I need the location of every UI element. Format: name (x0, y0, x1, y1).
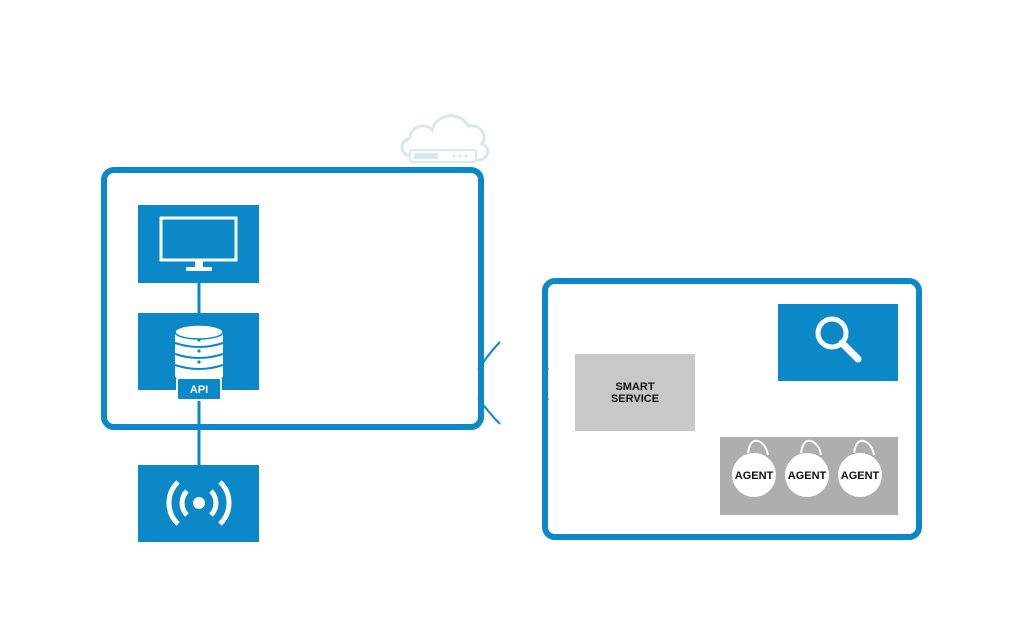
container-link (477, 341, 549, 425)
smart-service-box[interactable]: SMART SERVICE (575, 354, 695, 431)
agent-label: AGENT (735, 470, 774, 482)
smart-service-line2: SERVICE (611, 393, 659, 405)
agent-circle[interactable] (838, 453, 882, 497)
agent-connector (800, 439, 822, 456)
api-badge (176, 377, 222, 401)
monitor-icon (159, 216, 238, 271)
agent-label: AGENT (788, 470, 827, 482)
api-label: API (190, 384, 208, 396)
magnifier-icon (815, 316, 862, 363)
search-box[interactable] (778, 304, 898, 381)
agent-circle[interactable] (785, 453, 829, 497)
left-container (101, 167, 484, 430)
database-box[interactable]: API (138, 313, 259, 401)
agent-label: AGENT (841, 470, 880, 482)
wireless-signal-icon (166, 480, 232, 526)
agents-box: AGENT AGENT AGENT (720, 437, 898, 515)
database-icon (174, 324, 224, 382)
right-container (542, 278, 922, 540)
smart-service-line1: SMART (615, 381, 654, 393)
agents-group: AGENT AGENT AGENT (732, 439, 882, 497)
sensor-box[interactable] (138, 465, 259, 542)
cloud-server-icon (400, 114, 490, 163)
agent-connector (853, 439, 875, 456)
agent-connector (747, 439, 769, 456)
monitor-box[interactable] (138, 205, 259, 283)
agent-circle[interactable] (732, 453, 776, 497)
